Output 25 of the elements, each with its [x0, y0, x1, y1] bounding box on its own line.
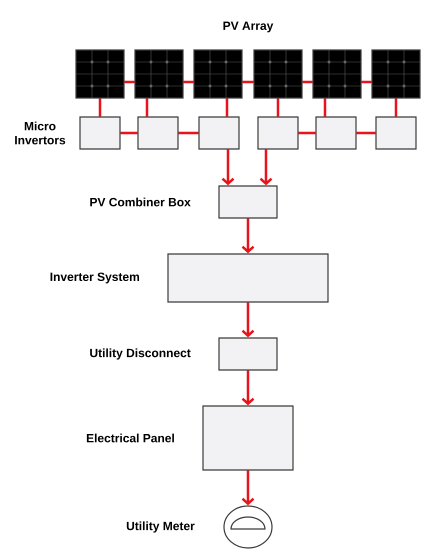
- solar-panel: [312, 49, 362, 99]
- wire-arrow: [242, 470, 254, 506]
- section-label: PV Array: [223, 22, 274, 32]
- solar-panel: [253, 49, 303, 99]
- wire-arrow: [222, 150, 234, 186]
- component-label: Inverter System: [50, 272, 140, 284]
- solar-panel: [193, 49, 243, 99]
- solar-panel: [371, 49, 421, 99]
- component-box: [257, 116, 299, 150]
- wire-arrow: [242, 370, 254, 406]
- solar-panel: [134, 49, 184, 99]
- wire-arrow: [260, 150, 272, 186]
- component-label: Utility Disconnect: [90, 348, 191, 360]
- component-label: PV Combiner Box: [90, 198, 191, 206]
- component-label: Utility Meter: [126, 521, 195, 533]
- component-box: [137, 116, 179, 150]
- component-box: [198, 116, 240, 150]
- wire-arrow: [242, 302, 254, 338]
- component-box: [315, 116, 357, 150]
- solar-panel: [75, 49, 125, 99]
- section-label: Micro Invertors: [15, 122, 66, 144]
- wire-arrow: [242, 218, 254, 254]
- component-label: Electrical Panel: [86, 434, 174, 442]
- component-box: [375, 116, 417, 150]
- component-box: [79, 116, 121, 150]
